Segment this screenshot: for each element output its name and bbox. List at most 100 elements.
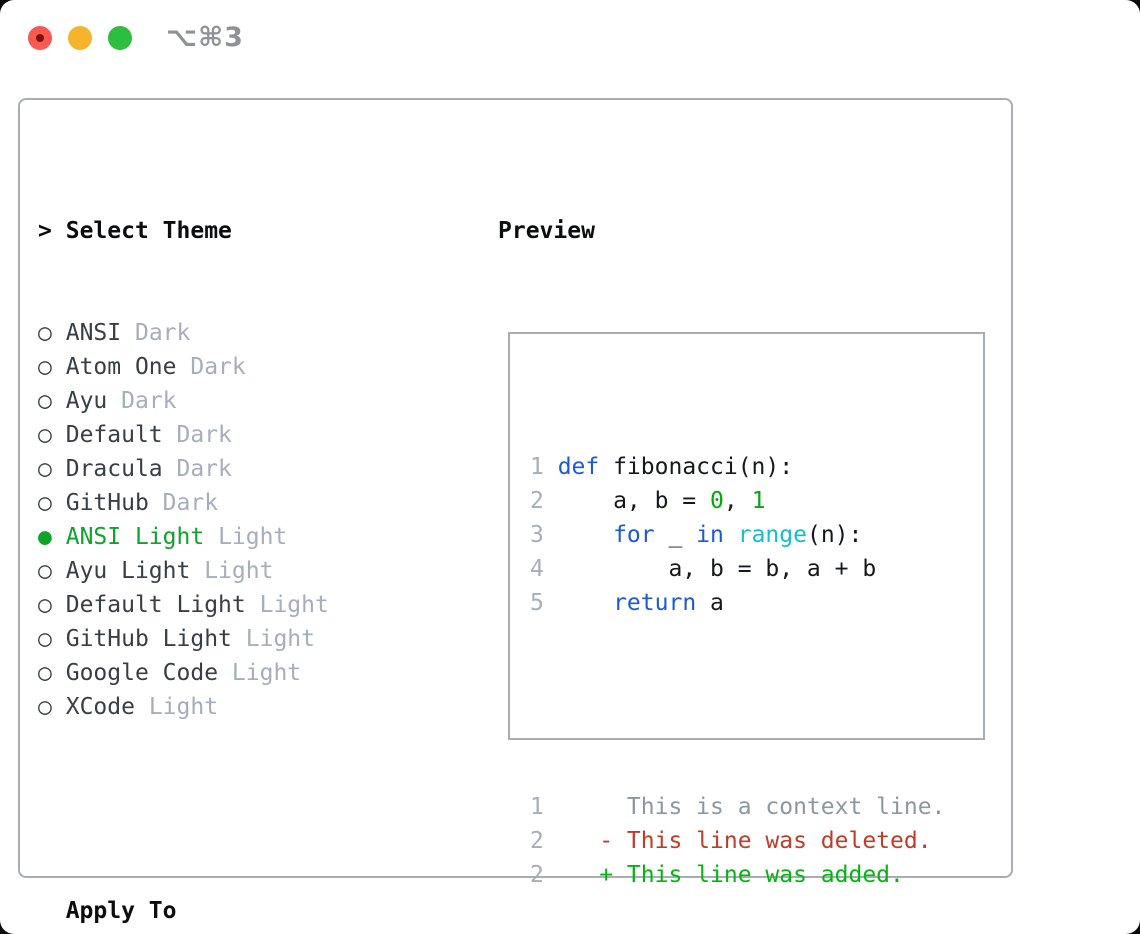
code-line: 2 a, b = 0, 1	[530, 484, 963, 518]
radio-icon: ○	[38, 320, 52, 346]
apply-to-header: Apply To	[65, 898, 177, 924]
theme-variant: Light	[245, 626, 315, 652]
theme-variant: Dark	[134, 320, 191, 346]
code-token	[558, 522, 613, 548]
code-diff-gap	[530, 688, 963, 722]
theme-option[interactable]: ○ GitHub Dark	[38, 486, 453, 520]
code-token: ,	[723, 488, 752, 514]
unsaved-changes-dot	[36, 34, 44, 42]
radio-icon: ○	[38, 558, 52, 584]
theme-option[interactable]: ○ XCode Light	[38, 690, 453, 724]
theme-variant: Light	[231, 660, 302, 686]
radio-icon: ○	[38, 626, 52, 652]
code-token: a, b = b, a + b	[557, 556, 877, 582]
code-token: a, b =	[557, 488, 711, 514]
theme-name: GitHub Light	[65, 626, 232, 652]
line-number: 2	[530, 862, 544, 888]
code-token	[558, 828, 600, 854]
code-line: 4 a, b = b, a + b	[530, 552, 963, 586]
code-token: for	[613, 522, 655, 548]
preview-panel: Preview 1 def fibonacci(n): 2 a, b = 0, 1 3…	[498, 146, 985, 888]
theme-option[interactable]: ○ GitHub Light Light	[38, 622, 453, 656]
theme-variant: Dark	[176, 456, 232, 482]
theme-option[interactable]: ○ Ayu Dark	[38, 384, 453, 418]
theme-name: Dracula	[65, 456, 163, 482]
theme-option[interactable]: ○ Default Dark	[38, 418, 453, 452]
line-number: 5	[530, 590, 544, 616]
radio-icon: ○	[38, 456, 52, 482]
select-theme-header-row: > Select Theme	[38, 214, 453, 248]
diff-line: 2 + This line was added.	[530, 858, 963, 892]
titlebar: ⌥⌘3	[0, 0, 1140, 76]
code-token: + This line was added.	[599, 862, 904, 888]
theme-name: XCode	[65, 694, 135, 720]
theme-option[interactable]: ○ Google Code Light	[38, 656, 453, 690]
code-token: return	[613, 590, 697, 616]
code-token: a	[696, 590, 724, 616]
code-token: 1	[751, 488, 766, 514]
minimize-button[interactable]	[68, 26, 92, 50]
code-token: (n):	[806, 522, 863, 548]
code-block: 1 def fibonacci(n): 2 a, b = 0, 1 3 for _ i…	[530, 450, 963, 620]
radio-icon: ○	[38, 388, 52, 414]
code-line: 1 def fibonacci(n):	[530, 450, 963, 484]
line-number: 1	[530, 454, 544, 480]
preview-header: Preview	[498, 218, 595, 244]
theme-variant: Dark	[190, 354, 246, 380]
focus-caret: >	[38, 218, 52, 244]
theme-variant: Light	[148, 694, 219, 720]
preview-box: 1 def fibonacci(n): 2 a, b = 0, 1 3 for _ i…	[508, 332, 985, 888]
radio-icon: ○	[38, 660, 52, 686]
line-number: 2	[530, 828, 544, 854]
theme-option[interactable]: ○ Atom One Dark	[38, 350, 453, 384]
radio-icon: ○	[38, 592, 52, 618]
theme-variant: Light	[204, 558, 274, 584]
theme-option[interactable]: ○ Default Light Light	[38, 588, 453, 622]
zoom-button[interactable]	[108, 26, 132, 50]
line-number: 4	[530, 556, 544, 582]
line-number: 1	[530, 794, 544, 820]
diff-block: 1 This is a context line.2 - This line w…	[530, 790, 963, 892]
theme-name: Google Code	[65, 660, 219, 686]
theme-variant: Light	[259, 592, 329, 618]
gap	[38, 792, 453, 826]
code-token: fibonacci(n):	[599, 454, 794, 480]
main-panel: > Select Theme ○ ANSI Dark○ Atom One Dar…	[18, 98, 1013, 924]
theme-selector-panel: > Select Theme ○ ANSI Dark○ Atom One Dar…	[38, 146, 453, 934]
theme-option[interactable]: ○ Dracula Dark	[38, 452, 453, 486]
code-token: def	[557, 454, 600, 480]
code-token: _	[654, 522, 697, 548]
code-token	[558, 862, 600, 888]
code-token: range	[737, 522, 807, 548]
diff-line: 2 - This line was deleted.	[530, 824, 963, 858]
radio-icon: ○	[38, 490, 52, 516]
code-line: 5 return a	[530, 586, 963, 620]
line-number: 2	[530, 488, 544, 514]
theme-name: Atom One	[65, 354, 177, 380]
close-button[interactable]	[28, 26, 52, 50]
window-title: ⌥⌘3	[166, 22, 244, 53]
theme-name: Default	[65, 422, 163, 448]
theme-name: Default Light	[65, 592, 246, 618]
theme-option[interactable]: ○ ANSI Dark	[38, 316, 453, 350]
select-theme-header: Select Theme	[65, 218, 232, 244]
theme-name: ANSI Light	[65, 524, 205, 550]
theme-name: GitHub	[65, 490, 149, 516]
theme-variant: Dark	[162, 490, 219, 516]
line-number: 3	[530, 522, 544, 548]
theme-option[interactable]: ○ Ayu Light Light	[38, 554, 453, 588]
diff-line: 1 This is a context line.	[530, 790, 963, 824]
code-token: This is a context line.	[557, 794, 946, 820]
theme-list: ○ ANSI Dark○ Atom One Dark○ Ayu Dark○ De…	[38, 316, 453, 724]
code-token: - This line was deleted.	[599, 828, 932, 854]
code-token: in	[696, 522, 724, 548]
radio-icon: ○	[38, 354, 52, 380]
code-token: 0	[710, 488, 724, 514]
theme-name: ANSI	[65, 320, 122, 346]
theme-name: Ayu	[65, 388, 108, 414]
code-token	[724, 522, 738, 548]
theme-variant: Dark	[121, 388, 177, 414]
code-token	[558, 590, 613, 616]
theme-option[interactable]: ● ANSI Light Light	[38, 520, 453, 554]
